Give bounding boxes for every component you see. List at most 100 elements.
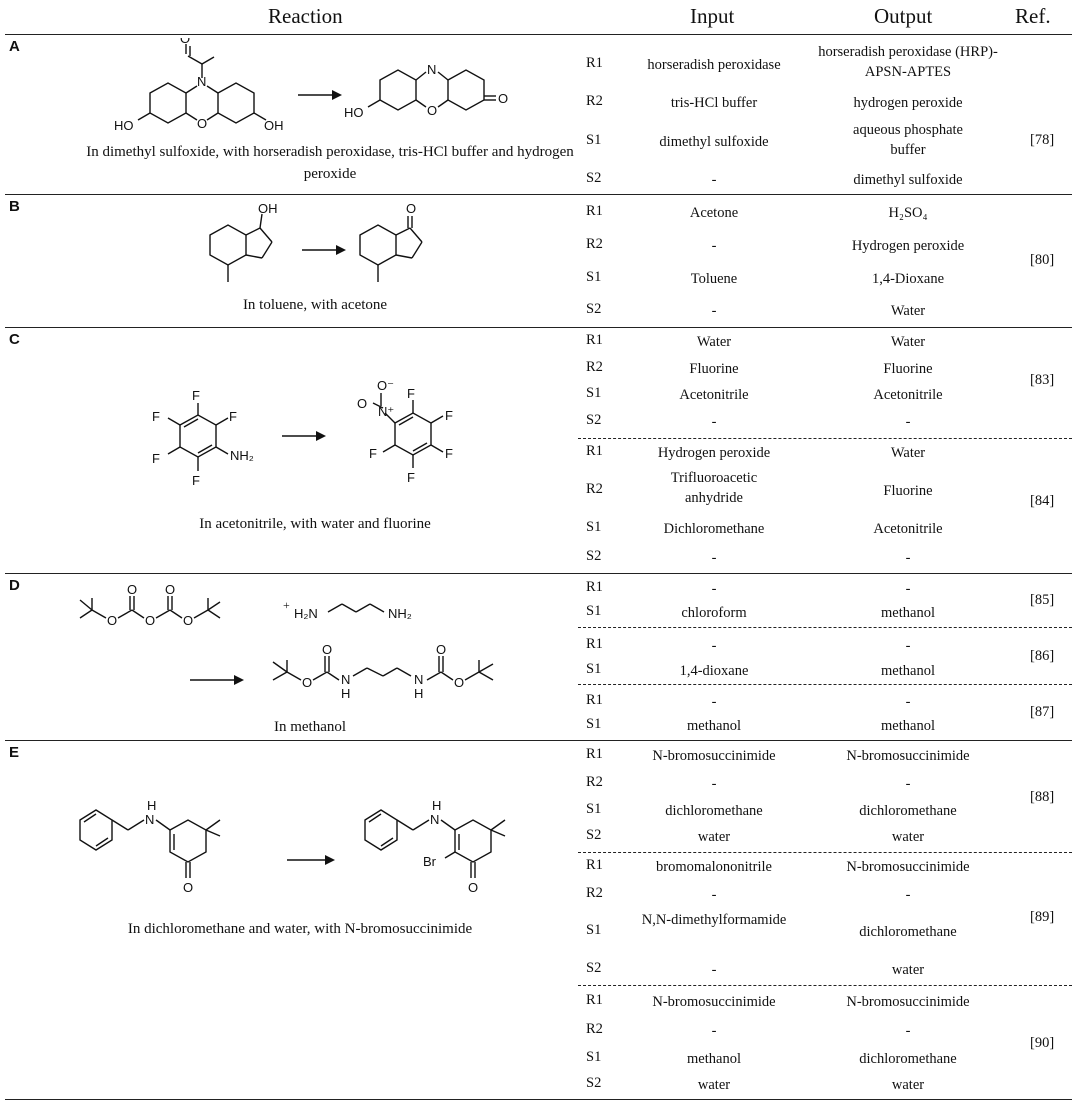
section-letter-e: E [9,744,20,761]
input-cell: Acetonitrile [679,387,749,403]
row-code: R1 [586,332,603,348]
row-code: R2 [586,359,603,375]
output-cell: Fluorine [883,483,933,499]
output-cell: - [905,776,911,792]
reference: [80] [1030,252,1055,268]
atom-label: O [468,880,478,895]
output-cell: dichloromethane [859,803,957,819]
row-code: S2 [586,1075,602,1091]
row-code: R1 [586,636,603,652]
row-code: R1 [586,443,603,459]
row-code: S2 [586,170,602,186]
row-code: S1 [586,132,602,148]
output-cell: water [891,1077,925,1093]
input-cell: - [711,172,717,188]
reference: [84] [1030,493,1055,509]
input-cell: - [711,238,717,254]
input-cell: - [711,581,717,597]
section-letter-d: D [9,577,20,594]
row-code: R1 [586,992,603,1008]
section-caption-a: In dimethyl sulfoxide, with horseradish … [86,144,574,182]
header-input: Input [690,4,735,28]
output-cell: Fluorine [883,361,933,377]
section-caption-b: In toluene, with acetone [242,297,388,313]
group-separator [578,852,1072,853]
output-cell: H₂SO₄ [888,205,928,221]
input-cell: bromomalononitrile [656,859,772,875]
output-cell: horseradish peroxidase (HRP)-APSN-APTES [818,44,998,80]
reaction-arrow [190,675,244,685]
row-code: S1 [586,269,602,285]
input-cell: - [711,776,717,792]
structure-a-reactant: O N O HO OH [114,38,284,133]
row-code: R1 [586,203,603,219]
output-cell: N-bromosuccinimide [846,994,970,1010]
atom-label: F [445,408,453,423]
structure-b-reactant: OH [209,201,278,282]
atom-label: N [430,812,439,827]
row-code: S2 [586,827,602,843]
atom-label: F [192,473,200,488]
atom-label: N [145,812,154,827]
section-rule-d [5,740,1072,741]
atom-label: O [302,675,312,690]
output-cell: N-bromosuccinimide [846,859,970,875]
atom-label: H₂N [294,606,318,621]
structure-c-reactant: F F F F F NH₂ [152,388,254,488]
reference: [90] [1030,1035,1055,1051]
input-cell: - [711,414,717,430]
input-cell: Fluorine [689,361,739,377]
reaction-arrow [298,90,342,100]
atom-label: O [180,38,190,46]
reaction-arrow [282,431,326,441]
row-code: R2 [586,885,603,901]
atom-label: H [432,798,441,813]
atom-label: H [414,686,423,701]
atom-label: O [197,116,207,131]
output-cell: Water [890,445,926,461]
atom-label: O [183,613,193,628]
input-cell: Hydrogen peroxide [657,445,771,461]
input-cell: N,N-dimethylformamide [641,912,787,928]
input-cell: Dichloromethane [663,521,765,537]
input-cell: Water [696,334,732,350]
structure-d-boc-anhydride: O O O O O [79,582,221,628]
row-code: R2 [586,236,603,252]
atom-label: O [183,880,193,895]
output-cell: water [891,829,925,845]
output-cell: Hydrogen peroxide [851,238,965,254]
section-caption-d: In methanol [273,719,347,735]
input-cell: water [697,829,731,845]
input-cell: tris-HCl buffer [670,95,758,111]
atom-label: F [445,446,453,461]
reference: [88] [1030,789,1055,805]
section-letter-b: B [9,198,20,215]
reference: [78] [1030,132,1055,148]
structure-d-diamine: H₂N NH₂ [294,603,412,621]
group-separator [578,684,1072,685]
atom-label: F [369,446,377,461]
atom-label: O [165,582,175,597]
header-rule [5,34,1072,35]
header-output: Output [874,4,933,28]
row-code: R1 [586,55,603,71]
output-cell: methanol [881,718,935,734]
input-cell: - [711,1023,717,1039]
plus-sign: + [283,598,290,612]
row-code: R1 [586,857,603,873]
atom-label: NH₂ [230,448,254,463]
atom-label: O [127,582,137,597]
row-code: S2 [586,301,602,317]
row-code: R2 [586,1021,603,1037]
atom-label: O [427,103,437,118]
section-rule-c [5,573,1072,574]
atom-label: N⁺ [378,404,394,419]
output-cell: - [905,581,911,597]
atom-label: N [414,672,423,687]
output-cell: - [905,550,911,566]
output-cell: water [891,962,925,978]
row-code: S1 [586,922,602,938]
atom-label: O⁻ [377,378,394,393]
atom-label: HO [114,118,134,133]
atom-label: OH [258,201,278,216]
